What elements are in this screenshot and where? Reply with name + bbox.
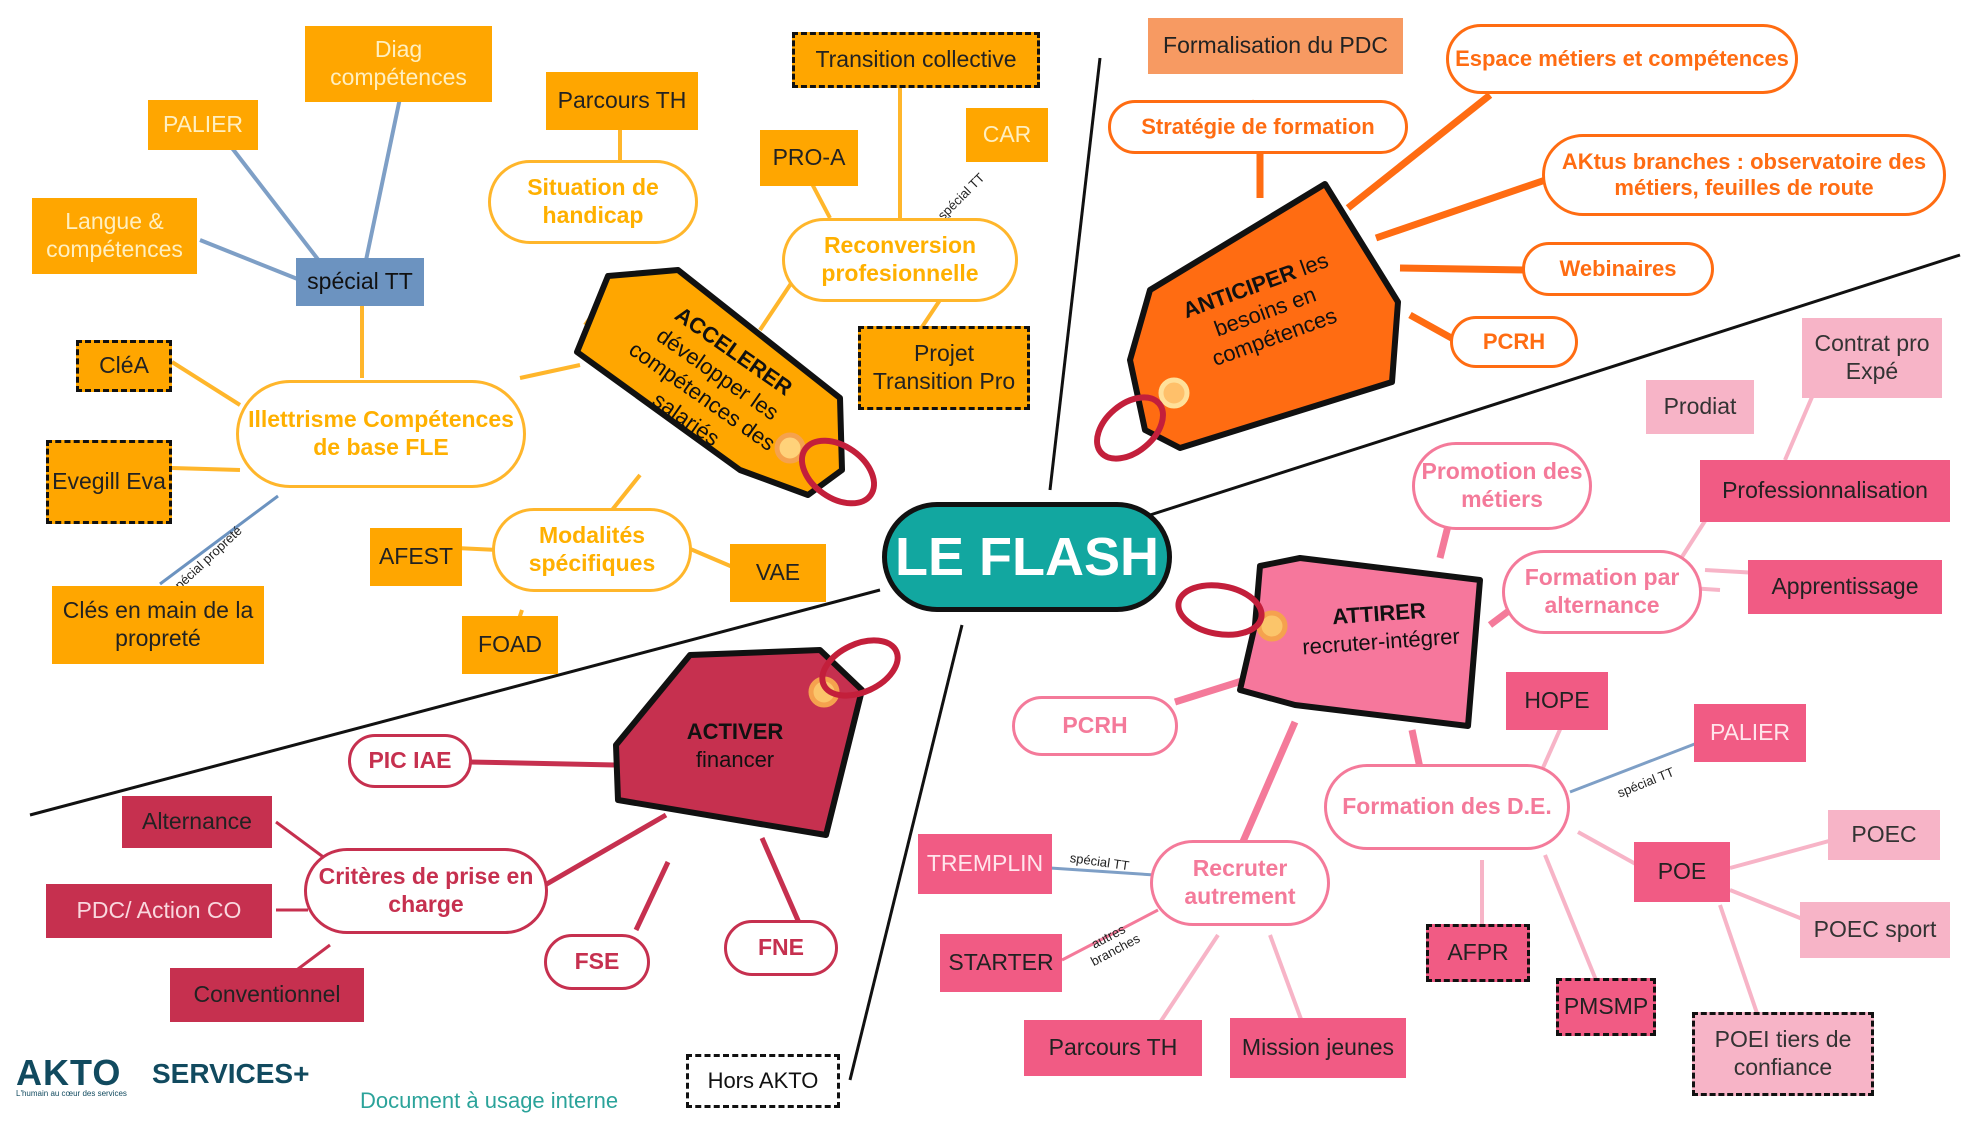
tag-activer-title: ACTIVER — [686, 719, 784, 744]
node-projet-transition-pro: Projet Transition Pro — [858, 326, 1030, 410]
node-diag-competences: Diag compétences — [305, 26, 492, 102]
node-illettrisme: Illettrisme Compétences de base FLE — [236, 380, 526, 488]
akto-tagline: L'humain au cœur des services — [16, 1089, 127, 1098]
node-strategie-formation: Stratégie de formation — [1108, 100, 1408, 154]
node-cles-proprete: Clés en main de la propreté — [52, 586, 264, 664]
node-reconversion: Reconversion profesionnelle — [782, 218, 1018, 302]
tag-activer-subtitle: financer — [695, 746, 775, 772]
node-webinaires: Webinaires — [1522, 242, 1714, 296]
node-modalites: Modalités spécifiques — [492, 508, 692, 592]
node-criteres-prise-charge: Critères de prise en charge — [304, 848, 548, 934]
node-vae: VAE — [730, 544, 826, 602]
node-prodiat: Prodiat — [1646, 380, 1754, 434]
node-pcrh-attirer: PCRH — [1012, 696, 1178, 756]
node-formation-alternance: Formation par alternance — [1502, 550, 1702, 634]
node-evegill-eva: Evegill Eva — [46, 440, 172, 524]
node-formalisation-pdc: Formalisation du PDC — [1148, 18, 1403, 74]
node-transition-collective: Transition collective — [792, 32, 1040, 88]
center-node: LE FLASH — [882, 502, 1172, 612]
node-foad: FOAD — [462, 616, 558, 674]
node-tremplin: TREMPLIN — [918, 834, 1052, 894]
node-pmsmp: PMSMP — [1556, 978, 1656, 1036]
node-palier-attirer: PALIER — [1694, 704, 1806, 762]
node-aktus-branches: AKtus branches : observatoire des métier… — [1542, 134, 1946, 216]
node-hope: HOPE — [1506, 672, 1608, 730]
node-mission-jeunes: Mission jeunes — [1230, 1018, 1406, 1078]
node-recruter-autrement: Recruter autrement — [1150, 840, 1330, 926]
node-poe: POE — [1634, 842, 1730, 902]
tag-activer-shape — [613, 637, 901, 838]
node-car: CAR — [966, 108, 1048, 162]
node-afpr: AFPR — [1426, 924, 1530, 982]
node-special-tt: spécial TT — [296, 258, 424, 306]
node-parcours-th-attirer: Parcours TH — [1024, 1020, 1202, 1076]
node-starter: STARTER — [940, 934, 1062, 992]
node-conventionnel: Conventionnel — [170, 968, 364, 1022]
node-parcours-th: Parcours TH — [546, 72, 698, 130]
footer-note: Document à usage interne — [360, 1088, 619, 1113]
node-contrat-pro-expe: Contrat pro Expé — [1802, 318, 1942, 398]
tag-accelerer-shape — [574, 267, 878, 507]
node-langue-competences: Langue & compétences — [32, 198, 197, 274]
node-situation-handicap: Situation de handicap — [488, 160, 698, 244]
node-fse: FSE — [544, 934, 650, 990]
node-formation-de: Formation des D.E. — [1324, 764, 1570, 850]
node-pro-a: PRO-A — [760, 130, 858, 186]
node-pcrh-anticiper: PCRH — [1450, 316, 1578, 368]
node-promotion-metiers: Promotion des métiers — [1412, 442, 1592, 530]
node-palier-tt: PALIER — [148, 100, 258, 150]
node-poec-sport: POEC sport — [1800, 902, 1950, 958]
legend-hors-akto: Hors AKTO — [686, 1054, 840, 1108]
services-plus-logo: SERVICES+ — [152, 1058, 310, 1089]
tag-attirer-shape — [1175, 555, 1483, 729]
node-pdc-action-co: PDC/ Action CO — [46, 884, 272, 938]
node-poec: POEC — [1828, 810, 1940, 860]
center-title: LE FLASH — [895, 527, 1159, 587]
tag-anticiper-shape — [1094, 181, 1401, 462]
node-clea: CléA — [76, 340, 172, 392]
node-fne: FNE — [724, 920, 838, 976]
node-professionnalisation: Professionnalisation — [1700, 460, 1950, 522]
node-afest: AFEST — [370, 528, 462, 586]
node-alternance: Alternance — [122, 796, 272, 848]
node-apprentissage: Apprentissage — [1748, 560, 1942, 614]
node-espace-metiers: Espace métiers et compétences — [1446, 24, 1798, 94]
node-poei: POEI tiers de confiance — [1692, 1012, 1874, 1096]
tag-activer-label: ACTIVER financer — [655, 718, 815, 773]
akto-logo: AKTO — [16, 1052, 122, 1093]
node-pic-iae: PIC IAE — [348, 734, 472, 788]
